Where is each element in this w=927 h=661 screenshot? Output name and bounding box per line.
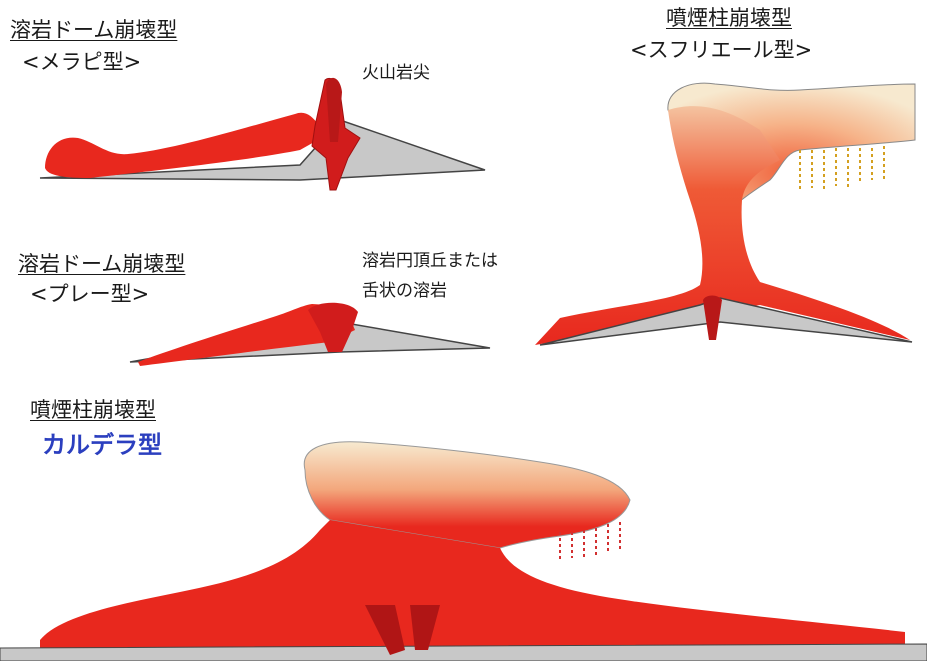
- caldera-subtitle: カルデラ型: [42, 432, 162, 460]
- pelee-subtitle: <プレー型>: [30, 282, 149, 306]
- caldera-diagram: [0, 442, 927, 661]
- pelee-title: 溶岩ドーム崩壊型: [18, 252, 185, 276]
- pelee-annotation-line1: 溶岩円頂丘または: [362, 252, 498, 272]
- merapi-title: 溶岩ドーム崩壊型: [10, 18, 177, 42]
- soufriere-subtitle: <スフリエール型>: [630, 38, 812, 62]
- soufriere-fallout: [800, 146, 884, 190]
- merapi-diagram: [40, 78, 485, 190]
- pelee-diagram: [130, 303, 490, 366]
- merapi-subtitle: <メラピ型>: [22, 50, 141, 74]
- pelee-annotation-line2: 舌状の溶岩: [362, 282, 447, 302]
- soufriere-diagram: [535, 83, 915, 345]
- soufriere-title: 噴煙柱崩壊型: [666, 6, 792, 30]
- soufriere-conduit: [703, 296, 722, 341]
- merapi-annotation: 火山岩尖: [362, 64, 430, 84]
- caldera-title: 噴煙柱崩壊型: [30, 398, 156, 422]
